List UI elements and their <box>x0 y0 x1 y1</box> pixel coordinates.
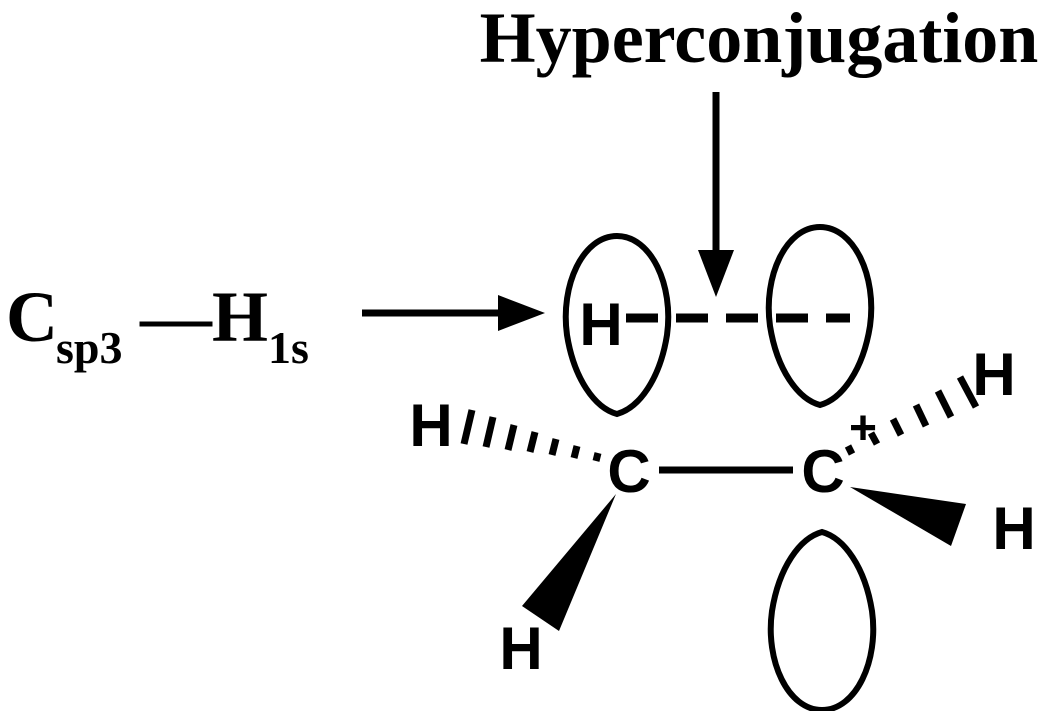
hydrogen-lower-right-label: H <box>992 495 1035 562</box>
hydrogen-upper-left-label: H <box>409 392 452 459</box>
down-arrow-head <box>698 250 734 297</box>
sigma-bond-label: C sp3 —H 1s <box>6 277 309 373</box>
p-orbital-lobe-lower-right <box>767 528 877 711</box>
orbital-hydrogen-label: H <box>579 291 622 358</box>
sigma-orbital-lobe-left <box>562 232 672 418</box>
hash-tick <box>934 389 955 419</box>
right-arrow-head <box>498 295 545 331</box>
orbital-lobes <box>562 223 877 711</box>
p-orbital-lobe-upper-right <box>765 223 875 409</box>
hash-tick <box>844 444 856 456</box>
bond-label-carbon-subscript: sp3 <box>56 322 122 373</box>
hydrogen-lower-left-label: H <box>499 615 542 682</box>
down-arrow-icon <box>698 92 734 297</box>
diagram-title: Hyperconjugation <box>480 0 1039 78</box>
hash-tick <box>570 445 581 459</box>
hash-tick <box>504 424 518 451</box>
hash-tick <box>867 431 881 446</box>
hashed-wedge-upper-right <box>844 375 980 456</box>
hash-tick <box>912 403 930 428</box>
left-carbon-label: C <box>607 438 650 505</box>
right-arrow-icon <box>362 295 545 331</box>
positive-charge-label: + <box>849 402 877 455</box>
hash-tick <box>548 438 560 456</box>
hash-tick <box>889 417 905 437</box>
hash-tick <box>482 416 497 448</box>
hash-tick <box>526 431 539 453</box>
bond-label-hydrogen-subscript: 1s <box>268 322 309 373</box>
atom-labels: C C + H H H H <box>409 341 1035 682</box>
bond-label-carbon: C <box>6 277 58 357</box>
hash-tick <box>592 452 602 462</box>
solid-wedge-lower-right <box>850 487 966 546</box>
solid-wedge-lower-left <box>522 494 616 631</box>
hash-tick <box>956 375 980 409</box>
bond-label-dash-hydrogen: —H <box>139 277 268 357</box>
right-carbon-label: C <box>801 438 844 505</box>
hydrogen-upper-right-label: H <box>972 341 1015 408</box>
hash-tick <box>460 409 476 445</box>
hashed-wedge-upper-left <box>460 409 602 462</box>
molecular-skeleton <box>460 375 980 631</box>
